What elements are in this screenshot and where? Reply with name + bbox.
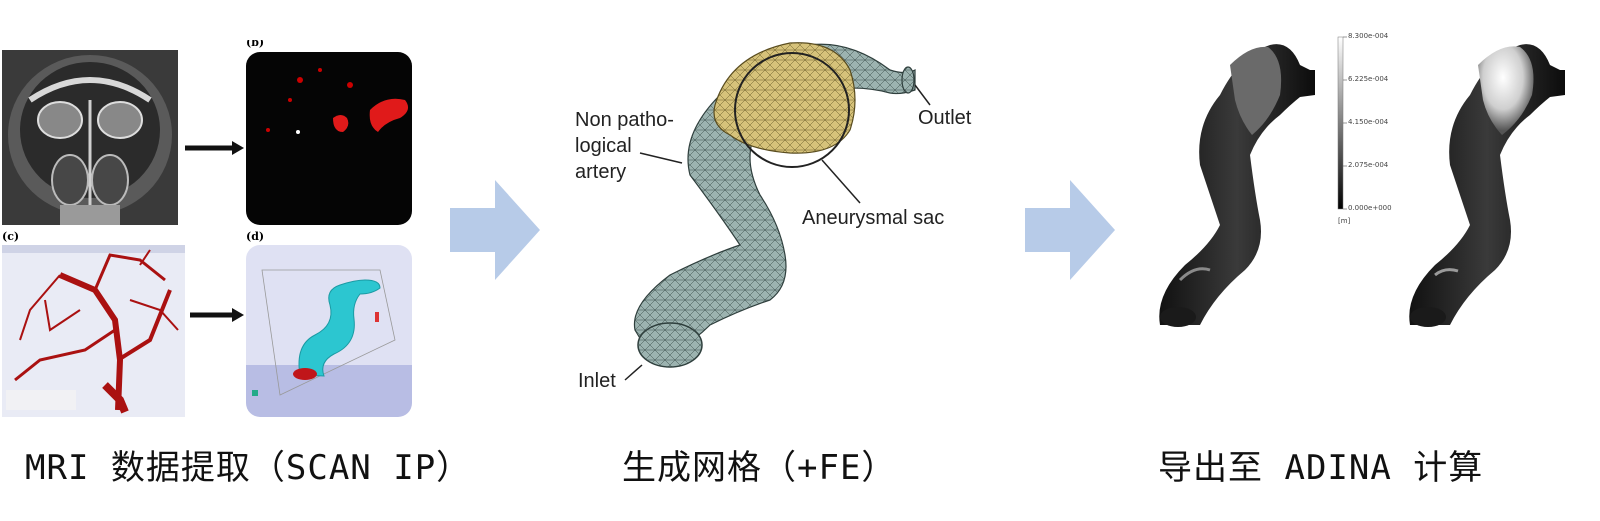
aneurysm-sac-mesh [713,42,856,154]
flow-arrow-2 [1025,180,1115,280]
annotation-line-3: artery [575,161,627,183]
scale-tick-2: 6.225e-004 [1348,75,1389,83]
ct-scan-image [2,50,178,225]
outlet-opening [901,66,915,94]
mri-pipeline-figure: (b) (c) (d) [2,36,412,417]
stage-label-adina: 导出至 ADINA 计算 [1158,448,1484,488]
subfigure-b-label: (b) [246,40,264,49]
segmentation-image [246,52,412,225]
subfigure-c-label: (c) [2,230,19,243]
adina-results-panel: 8.300e-004 6.225e-004 4.150e-004 2.075e-… [1140,25,1580,425]
aneurysm-circle-marker [734,52,850,168]
mesh-figure [624,42,931,381]
displacement-model-right [1409,44,1565,327]
scale-tick-1: 8.300e-004 [1348,32,1389,40]
subfigure-d-label: (d) [246,230,264,243]
mri-extraction-panel: (b) (c) (d) [0,36,420,425]
flow-arrow-1 [450,180,540,280]
annotation-outlet: Outlet [918,107,972,129]
displacement-model-left [1159,44,1315,327]
annotation-inlet: Inlet [578,370,616,392]
annotation-line-2: logical [575,135,632,157]
mesh-panel: Non patho- logical artery Outlet Aneurys… [560,25,1020,425]
stage-label-mesh: 生成网格（+FE） [622,448,897,488]
scale-unit: [m] [1338,217,1351,225]
annotation-aneurysmal-sac: Aneurysmal sac [802,207,945,229]
color-scale-bar [1337,36,1347,210]
inlet-opening [637,322,703,368]
cyan-vessel-model-image [246,245,412,417]
annotation-non-pathological-artery: Non patho- logical artery [575,107,674,185]
scale-tick-3: 4.150e-004 [1348,118,1389,126]
scale-tick-4: 2.075e-004 [1348,161,1389,169]
vessel-tree-image [2,245,185,417]
annotation-line-1: Non patho- [575,109,674,131]
adina-figure [1159,36,1565,327]
stage-label-mri: MRI 数据提取（SCAN IP） [25,448,472,488]
scale-tick-5: 0.000e+000 [1348,204,1392,212]
